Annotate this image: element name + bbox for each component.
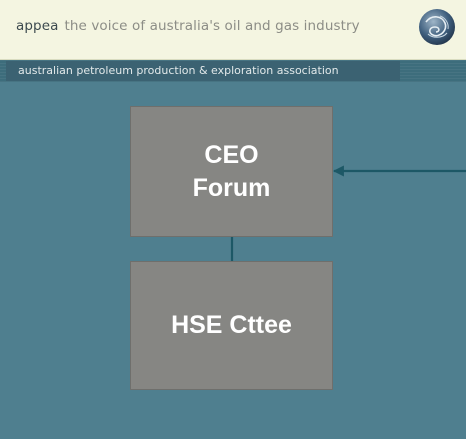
association-name: australian petroleum production & explor… [18, 64, 339, 77]
header-tagline-line: appea the voice of australia's oil and ga… [16, 18, 360, 34]
subtitle-bar: australian petroleum production & explor… [0, 60, 466, 82]
ceo-forum-node: CEO Forum [130, 106, 333, 237]
hse-cttee-node: HSE Cttee [130, 261, 333, 390]
ceo-forum-label-line2: Forum [192, 173, 271, 202]
brand-name: appea [16, 18, 59, 34]
header-bar: appea the voice of australia's oil and ga… [0, 0, 466, 60]
ceo-forum-label: CEO Forum [193, 139, 271, 205]
ceo-forum-label-line1: CEO [204, 140, 259, 169]
hse-cttee-label: HSE Cttee [171, 311, 292, 339]
appea-logo-icon [419, 9, 455, 45]
tagline: the voice of australia's oil and gas ind… [64, 18, 360, 34]
subtitle-panel: australian petroleum production & explor… [6, 61, 400, 81]
